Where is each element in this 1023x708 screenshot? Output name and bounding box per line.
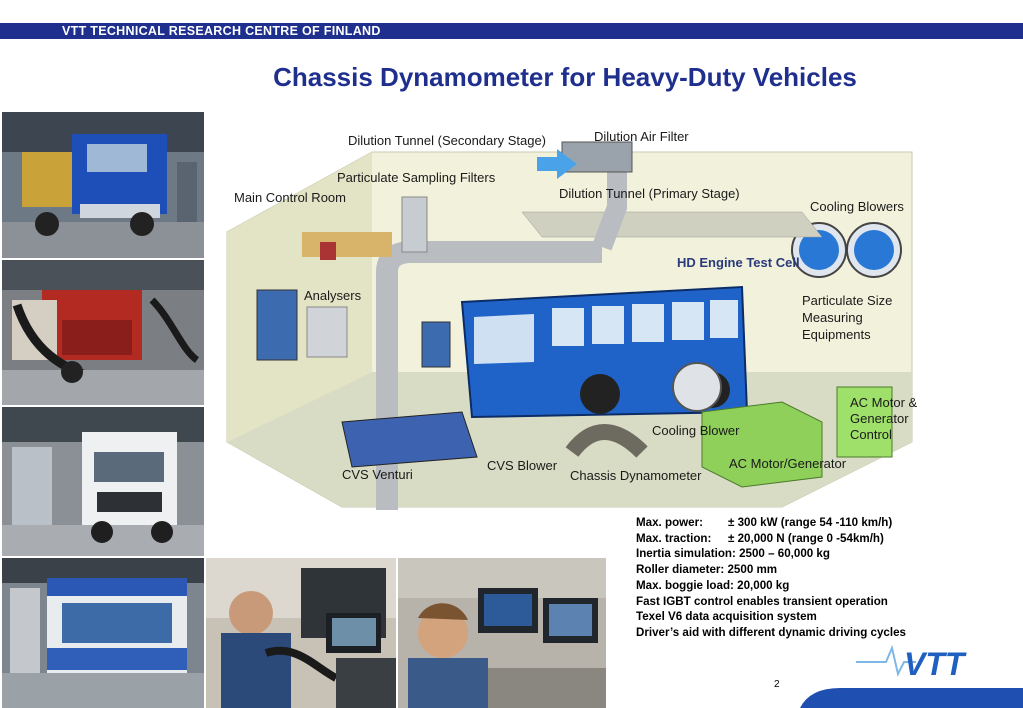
label-analysers: Analysers	[304, 288, 362, 303]
spec-max-power: Max. power:± 300 kW (range 54 -110 km/h)	[636, 516, 893, 529]
page-number: 2	[774, 679, 780, 690]
label-particulate-size-1: Particulate Size	[802, 293, 892, 308]
facility-diagram: Dilution Tunnel (Secondary Stage) Diluti…	[222, 112, 922, 512]
spec-inertia: Inertia simulation: 2500 – 60,000 kg	[636, 547, 830, 561]
photo-red-garbage-truck	[2, 260, 204, 405]
label-ac-motor-control-3: Control	[850, 427, 892, 442]
label-dilution-tunnel-primary: Dilution Tunnel (Primary Stage)	[559, 186, 740, 201]
label-particulate-size-3: Equipments	[802, 327, 871, 342]
label-ac-motor-control-2: Generator	[850, 411, 909, 426]
photo-driver-cab	[206, 558, 396, 708]
label-cooling-blowers: Cooling Blowers	[810, 199, 904, 214]
org-name: VTT TECHNICAL RESEARCH CENTRE OF FINLAND	[62, 24, 381, 38]
spec-drivers-aid: Driver’s aid with different dynamic driv…	[636, 625, 906, 639]
vtt-logo-text: VTT	[904, 646, 967, 680]
label-particulate-size-2: Measuring	[802, 310, 863, 325]
label-cooling-blower: Cooling Blower	[652, 423, 740, 438]
label-ac-motor-generator: AC Motor/Generator	[729, 456, 847, 471]
slide-title: Chassis Dynamometer for Heavy-Duty Vehic…	[273, 62, 857, 92]
specifications-list: Max. power:± 300 kW (range 54 -110 km/h)…	[636, 515, 936, 641]
spec-boggie: Max. boggie load: 20,000 kg	[636, 578, 790, 592]
header-bar: VTT TECHNICAL RESEARCH CENTRE OF FINLAND	[0, 23, 1023, 39]
label-dilution-air-filter: Dilution Air Filter	[594, 129, 689, 144]
spec-roller: Roller diameter: 2500 mm	[636, 563, 778, 577]
decorative-corner-shape	[800, 688, 1023, 708]
photo-blue-truck	[2, 112, 204, 258]
photo-white-truck	[2, 407, 204, 556]
label-chassis-dynamometer: Chassis Dynamometer	[570, 468, 702, 483]
label-hd-engine-test-cell: HD Engine Test Cell	[677, 255, 800, 270]
spec-igbt: Fast IGBT control enables transient oper…	[636, 594, 888, 608]
label-particulate-sampling-filters: Particulate Sampling Filters	[337, 170, 496, 185]
label-cvs-blower: CVS Blower	[487, 458, 558, 473]
label-main-control-room: Main Control Room	[234, 190, 346, 205]
spec-texel: Texel V6 data acquisition system	[636, 610, 817, 624]
label-dilution-tunnel-secondary: Dilution Tunnel (Secondary Stage)	[348, 133, 546, 148]
photo-control-room	[398, 558, 606, 708]
label-ac-motor-control-1: AC Motor &	[850, 395, 918, 410]
photo-bus-on-dyno	[2, 558, 204, 708]
vtt-logo: VTT	[856, 644, 967, 680]
spec-max-traction: Max. traction:± 20,000 N (range 0 -54km/…	[636, 531, 884, 545]
label-cvs-venturi: CVS Venturi	[342, 467, 413, 482]
